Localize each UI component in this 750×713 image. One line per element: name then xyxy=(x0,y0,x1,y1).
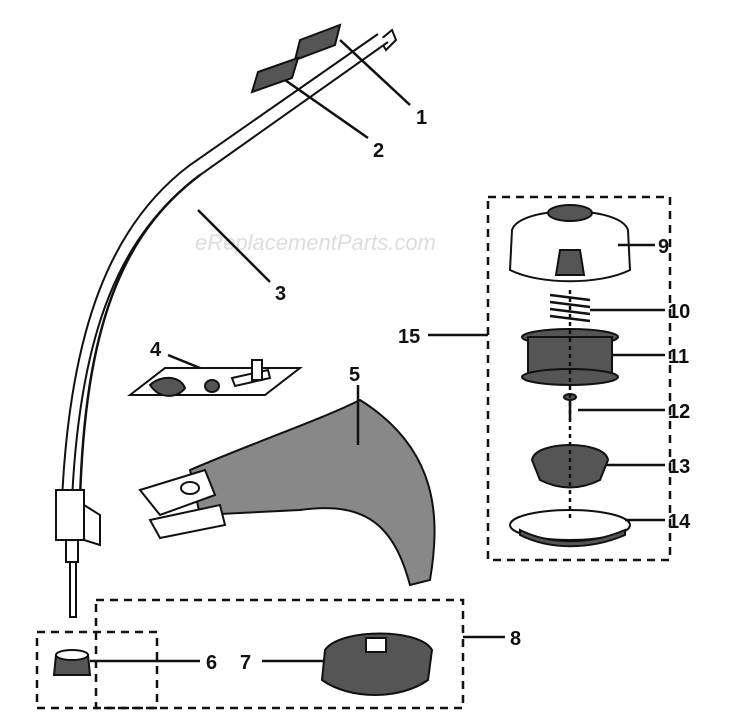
callout-6: 6 xyxy=(206,652,217,674)
head-assembly-group-box xyxy=(94,598,465,710)
callout-8: 8 xyxy=(510,628,521,650)
spool-assembly-group-box xyxy=(486,195,672,562)
callout-15: 15 xyxy=(398,326,420,348)
hardware-kit xyxy=(127,359,303,397)
callout-5: 5 xyxy=(349,364,360,386)
watermark: eReplacementParts.com xyxy=(195,230,436,255)
callout-10: 10 xyxy=(668,301,690,323)
shaft-tube xyxy=(55,28,398,618)
trimmer-head xyxy=(320,632,434,696)
labels-decal xyxy=(250,23,342,94)
callout-7: 7 xyxy=(240,652,251,674)
callout-4: 4 xyxy=(150,339,162,361)
spool-cap xyxy=(508,204,632,283)
callout-11: 11 xyxy=(668,346,689,368)
callout-14: 14 xyxy=(668,511,691,533)
callout-3: 3 xyxy=(275,283,286,305)
knob xyxy=(52,649,92,676)
callout-12: 12 xyxy=(668,401,690,423)
callout-13: 13 xyxy=(668,456,690,478)
callout-2: 2 xyxy=(373,140,384,162)
callout-1: 1 xyxy=(416,107,427,129)
knob-group-box xyxy=(35,630,159,710)
callout-9: 9 xyxy=(658,236,669,258)
base-plate xyxy=(509,509,631,548)
grass-guard xyxy=(138,398,436,587)
spring xyxy=(549,293,591,323)
